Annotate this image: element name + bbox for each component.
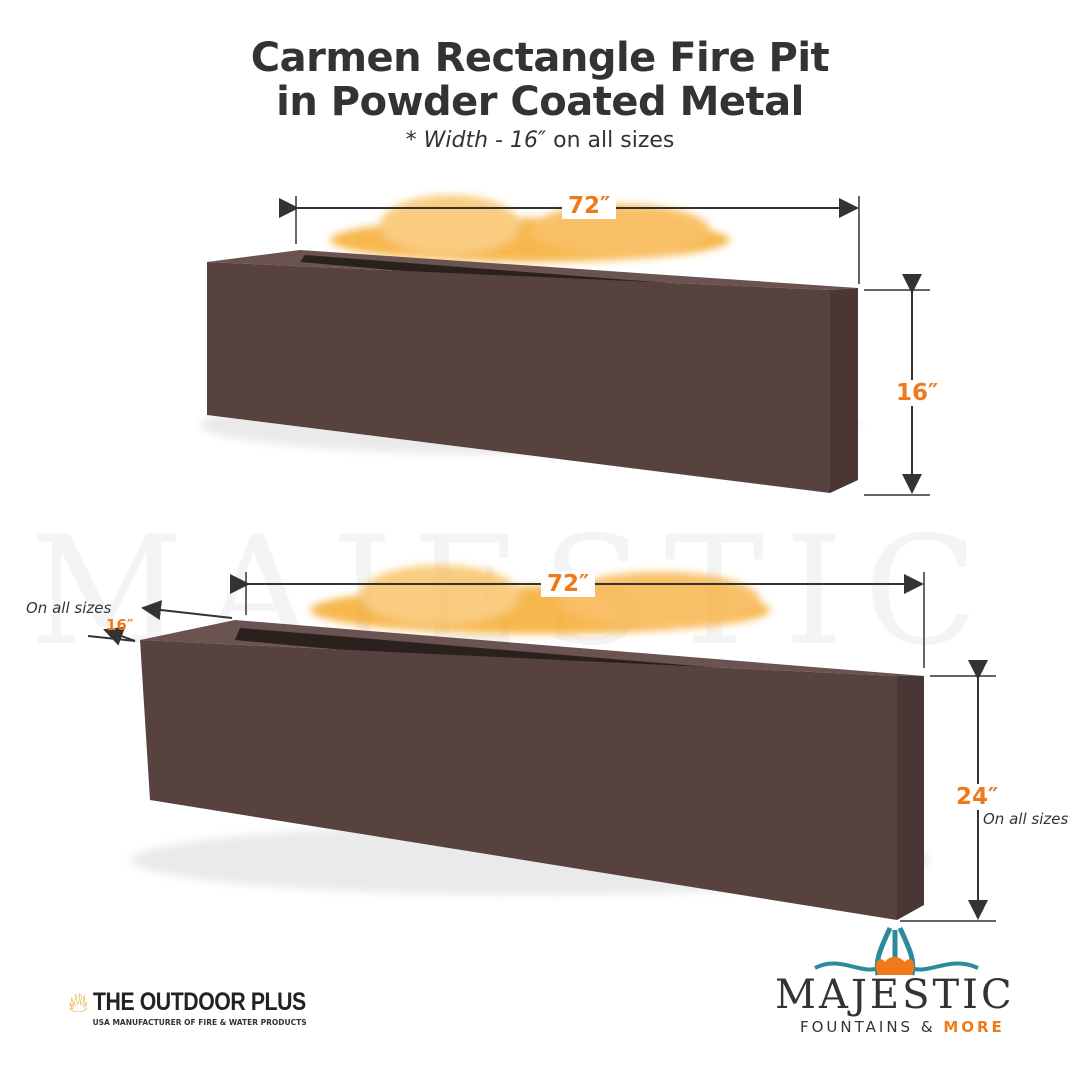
majestic-logo-name: MAJESTIC xyxy=(775,972,1015,1018)
flame-icon: 🔥︎ xyxy=(68,986,89,1019)
top-length-label: 72″ xyxy=(562,193,617,219)
flames-icon xyxy=(330,195,730,262)
fire-pit-16in xyxy=(200,195,930,496)
title-line-1: Carmen Rectangle Fire Pit xyxy=(250,35,830,81)
outdoor-plus-logo: 🔥︎ THE OUTDOOR PLUS USA MANUFACTURER OF … xyxy=(68,986,343,1028)
fire-pit-24in xyxy=(87,565,996,922)
top-height-label: 16″ xyxy=(890,380,945,406)
outdoor-plus-tagline: USA MANUFACTURER OF FIRE & WATER PRODUCT… xyxy=(92,1018,307,1027)
subtitle-suffix: on all sizes xyxy=(553,128,675,153)
outdoor-plus-name: THE OUTDOOR PLUS xyxy=(92,988,306,1016)
subtitle-width: * Width - 16″ xyxy=(405,128,547,153)
majestic-logo-sub: FOUNTAINS & MORE xyxy=(800,1018,1005,1036)
subtitle: * Width - 16″ on all sizes xyxy=(0,128,1080,153)
page-title: Carmen Rectangle Fire Pit in Powder Coat… xyxy=(0,36,1080,124)
width-label: 16″ xyxy=(106,616,134,634)
height-note: On all sizes xyxy=(983,810,1069,828)
title-line-2: in Powder Coated Metal xyxy=(276,79,804,125)
majestic-sub2: MORE xyxy=(943,1018,1005,1036)
width-note: On all sizes xyxy=(26,599,112,617)
flames-icon xyxy=(310,565,770,634)
bottom-length-label: 72″ xyxy=(541,571,596,597)
majestic-fountain-icon xyxy=(814,926,979,976)
majestic-sub1: FOUNTAINS & xyxy=(800,1018,936,1036)
bottom-height-label: 24″ xyxy=(950,784,1005,810)
